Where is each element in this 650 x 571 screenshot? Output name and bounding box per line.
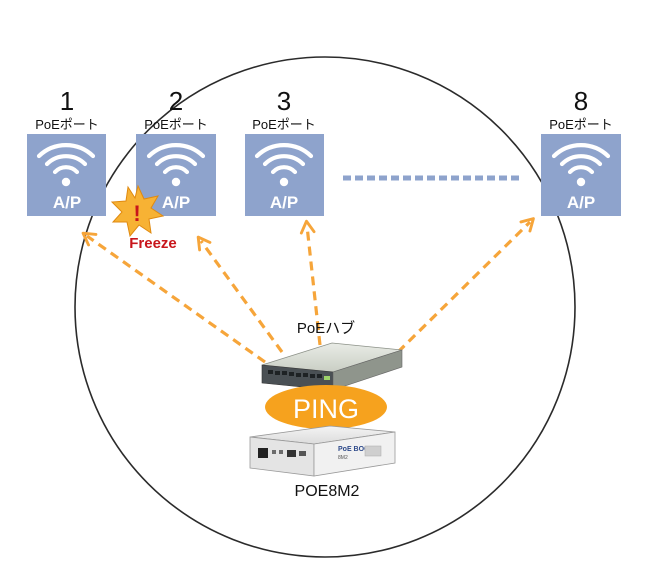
arrow-to-ap-3 [299,219,322,346]
network-circle [74,56,576,558]
access-point-box [541,134,621,216]
burst-icon [110,184,165,238]
port-3: 3 PoEポート A/P [245,86,324,216]
port-label: PoEポート [144,117,208,132]
poe8m2-device-icon: PoE BOOT 8M2 [249,425,396,477]
access-point-box [27,134,106,216]
arrow-to-ap-1 [81,231,266,364]
ping-arrows [81,217,535,364]
poe-hub-icon [261,342,403,391]
hub-label: PoEハブ [297,319,355,337]
arrow-to-ap-2 [196,235,284,353]
port-label: PoEポート [549,117,613,132]
port-number: 1 [60,86,74,116]
port-number: 8 [574,86,588,116]
access-point-box [245,134,324,216]
ap-label: A/P [53,193,81,212]
port-1: 1 PoEポート A/P [27,86,106,216]
ap-label: A/P [567,193,595,212]
port-label: PoEポート [252,117,316,132]
device-brand: PoE BOOT [338,446,375,453]
ap-label: A/P [162,193,190,212]
port-label: PoEポート [35,117,99,132]
port-8: 8 PoEポート A/P [541,86,621,216]
freeze-label: Freeze [129,235,177,252]
ap-label: A/P [270,193,298,212]
arrow-to-ap-8 [396,217,535,354]
port-number: 2 [169,86,183,116]
freeze-indicator: ! Freeze [110,184,177,252]
device-label: POE8M2 [295,483,360,500]
device-model: 8M2 [338,455,348,461]
ping-label: PING [293,394,359,424]
ping-badge: PING [265,385,387,429]
port-number: 3 [277,86,291,116]
alert-icon: ! [133,201,140,226]
